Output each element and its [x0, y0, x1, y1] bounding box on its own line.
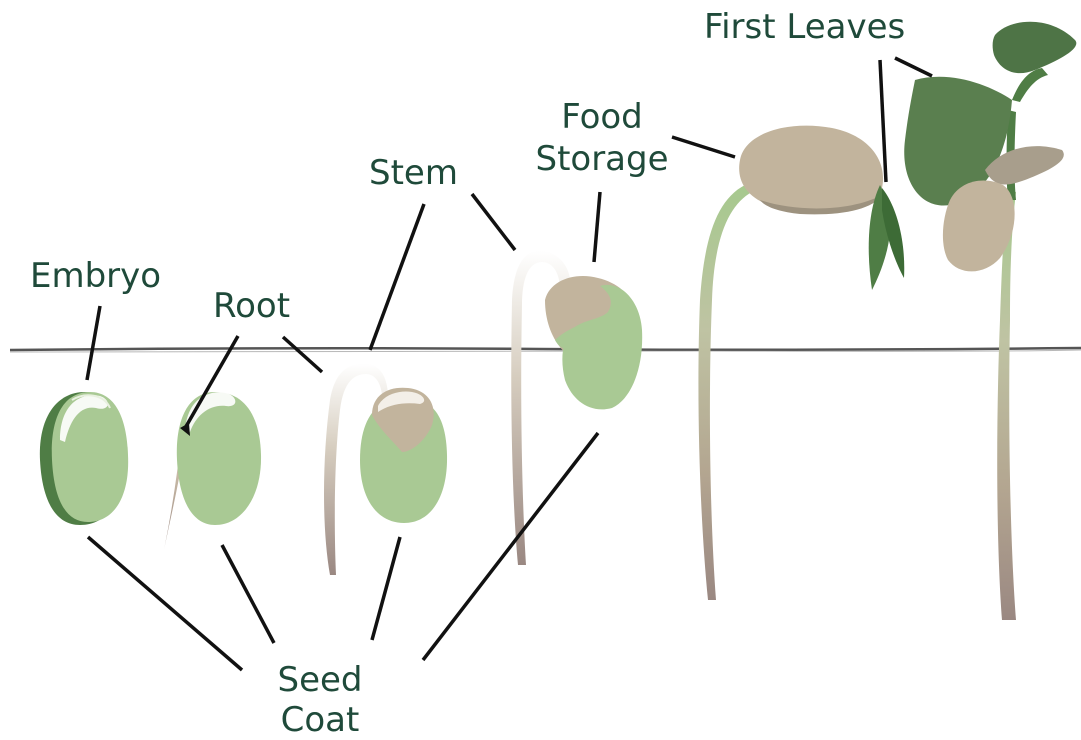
label-embryo: Embryo — [30, 259, 161, 293]
leader-line-seed-4 — [423, 433, 598, 660]
soil-surface-line — [10, 348, 1081, 350]
label-seed-coat-line1: Seed — [255, 660, 385, 700]
leader-line-stem-3 — [472, 194, 515, 250]
seed-stage-2 — [164, 392, 261, 550]
leader-line-seed-1 — [88, 537, 242, 670]
seed-stage-1 — [40, 392, 128, 525]
leader-line-seed-2 — [222, 545, 274, 643]
label-food-storage-line1: Food — [522, 96, 682, 138]
label-food-storage: Food Storage — [522, 96, 682, 180]
seed-stage-6 — [904, 22, 1076, 620]
leader-line-food-1 — [594, 192, 600, 262]
label-first-leaves: First Leaves — [704, 10, 905, 44]
leader-line-stem-2 — [370, 204, 424, 350]
leader-line-leaves-1 — [880, 60, 886, 182]
label-food-storage-line2: Storage — [522, 138, 682, 180]
seed-stage-5 — [698, 126, 904, 600]
label-seed-coat-line2: Coat — [255, 700, 385, 740]
seed-stage-3 — [324, 364, 447, 575]
label-root: Root — [213, 289, 290, 323]
label-stem: Stem — [369, 156, 458, 190]
leader-line-embryo — [87, 306, 100, 380]
leader-line-seed-3 — [372, 537, 400, 640]
leader-line-stem-1 — [283, 337, 322, 372]
label-seed-coat: Seed Coat — [255, 660, 385, 740]
leader-line-leaves-2 — [895, 58, 932, 76]
